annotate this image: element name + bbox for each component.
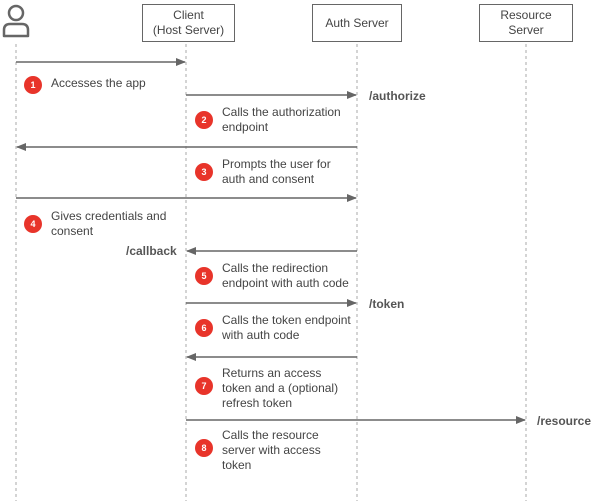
endpoint-resource: /resource xyxy=(537,414,592,428)
resource-server-participant: Resource Server xyxy=(479,4,573,42)
auth-server-label: Auth Server xyxy=(325,15,389,30)
step-badge: 4 xyxy=(24,215,42,233)
auth-server-participant: Auth Server xyxy=(312,4,402,42)
step-badge: 8 xyxy=(195,439,213,457)
step-text: Calls the resource server with access to… xyxy=(222,428,321,472)
step-5: 5 Calls the redirection endpoint with au… xyxy=(195,261,349,291)
step-text: Calls the redirection endpoint with auth… xyxy=(222,261,349,290)
step-3: 3 Prompts the user for auth and consent xyxy=(195,157,331,187)
step-text: Returns an access token and a (optional)… xyxy=(222,366,339,410)
resource-server-label: Resource Server xyxy=(500,8,552,37)
client-participant: Client (Host Server) xyxy=(142,4,235,42)
step-text: Accesses the app xyxy=(51,76,146,90)
endpoint-callback: /callback xyxy=(126,244,177,258)
client-label: Client (Host Server) xyxy=(152,8,225,37)
step-8: 8 Calls the resource server with access … xyxy=(195,428,321,473)
step-badge: 3 xyxy=(195,163,213,181)
step-text: Prompts the user for auth and consent xyxy=(222,157,331,186)
endpoint-token: /token xyxy=(369,297,405,311)
step-6: 6 Calls the token endpoint with auth cod… xyxy=(195,313,351,343)
step-badge: 5 xyxy=(195,267,213,285)
step-2: 2 Calls the authorization endpoint xyxy=(195,105,341,135)
step-badge: 1 xyxy=(24,76,42,94)
step-7: 7 Returns an access token and a (optiona… xyxy=(195,366,338,411)
user-icon xyxy=(2,4,30,38)
step-badge: 6 xyxy=(195,319,213,337)
step-badge: 7 xyxy=(195,377,213,395)
endpoint-authorize: /authorize xyxy=(369,89,426,103)
step-4: 4 Gives credentials and consent xyxy=(24,209,166,239)
step-text: Gives credentials and consent xyxy=(51,209,167,238)
step-badge: 2 xyxy=(195,111,213,129)
step-1: 1 Accesses the app xyxy=(24,76,146,94)
step-text: Calls the token endpoint with auth code xyxy=(222,313,351,342)
step-text: Calls the authorization endpoint xyxy=(222,105,341,134)
